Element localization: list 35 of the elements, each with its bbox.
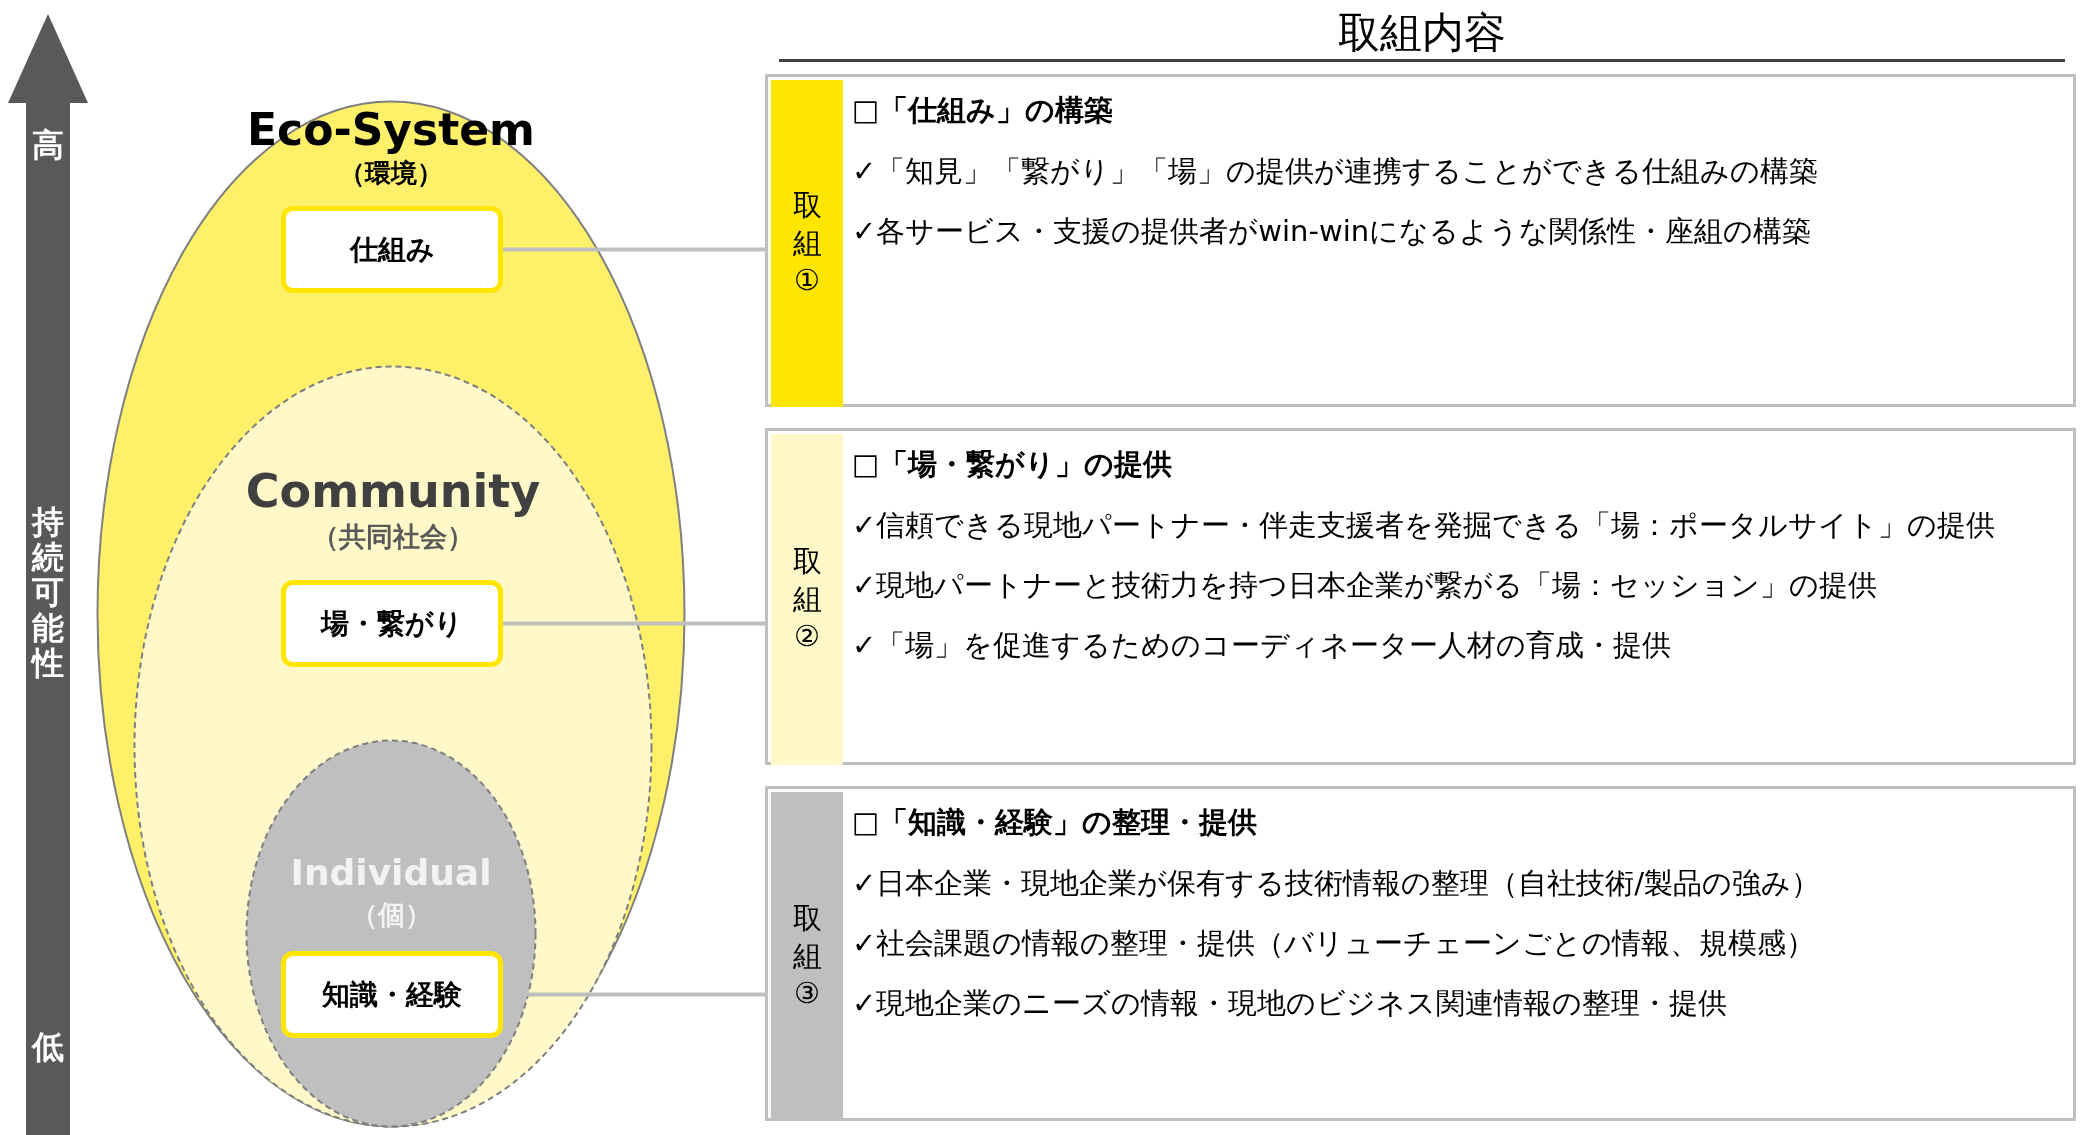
connector-line (503, 247, 765, 252)
bullet-item: ✓社会課題の情報の整理・提供（バリューチェーンごとの情報、規模感） (852, 925, 1816, 962)
bullet-item: ✓日本企業・現地企業が保有する技術情報の整理（自社技術/製品の強み） (852, 865, 1821, 902)
label-box: 場・繋がり (281, 580, 503, 667)
bullet-item: ✓信頼できる現地パートナー・伴走支援者を発掘できる「場：ポータルサイト」の提供 (852, 507, 1996, 544)
ellipse-region (96, 100, 686, 1128)
content-panel (765, 428, 2076, 765)
bullet-item: ✓現地企業のニーズの情報・現地のビジネス関連情報の整理・提供 (852, 985, 1728, 1022)
axis-label: 高 (32, 128, 64, 164)
connector-line (503, 621, 765, 626)
section-title: 取組内容 (1338, 7, 1506, 59)
bullet-item: ✓「場」を促進するためのコーディネーター人材の育成・提供 (852, 627, 1672, 664)
tab-label: 取組① (792, 186, 822, 300)
label-box: 仕組み (281, 206, 503, 293)
content-panel (765, 74, 2076, 407)
bullet-item: ✓現地パートナーと技術力を持つ日本企業が繋がる「場：セッション」の提供 (852, 567, 1878, 604)
axis-label: 持続可能性 (31, 505, 65, 681)
content-panel (765, 786, 2076, 1121)
panel-heading: □「仕組み」の構築 (852, 92, 1114, 129)
region-subtitle: （共同社会） (312, 522, 474, 552)
ellipse-region (133, 365, 653, 1128)
axis-label: 低 (32, 1030, 64, 1066)
region-subtitle: （環境） (339, 158, 443, 188)
tab-band (771, 80, 843, 407)
panel-heading: □「場・繋がり」の提供 (852, 446, 1173, 483)
panel-heading: □「知識・経験」の整理・提供 (852, 804, 1258, 841)
ellipse-region (245, 739, 537, 1128)
tab-label: 取組② (792, 542, 822, 656)
tab-band (771, 434, 843, 765)
region-title: Community (245, 465, 541, 517)
tab-label: 取組③ (792, 899, 822, 1013)
bullet-item: ✓各サービス・支援の提供者がwin-winになるような関係性・座組の構築 (852, 213, 1812, 250)
label-box: 知識・経験 (281, 951, 503, 1038)
tab-band (771, 792, 843, 1121)
bullet-item: ✓「知見」「繋がり」「場」の提供が連携することができる仕組みの構築 (852, 153, 1819, 190)
